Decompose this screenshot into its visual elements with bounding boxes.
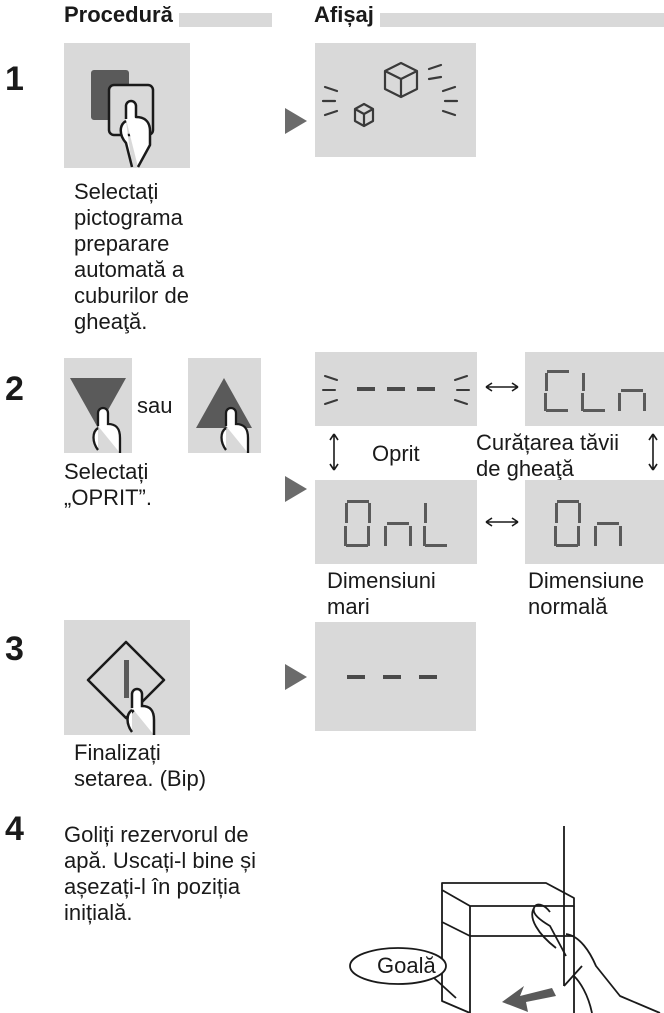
step-3-arrow — [285, 664, 307, 690]
step-2-down-panel — [64, 358, 132, 453]
ice-cubes-icon — [321, 61, 459, 128]
empty-callout-label: Goală — [377, 953, 436, 978]
step-2-arrow — [285, 476, 307, 502]
step-4-number: 4 — [5, 810, 24, 848]
step-3-display-panel — [315, 622, 476, 731]
double-arrow-vertical-right — [646, 431, 660, 473]
step-2-number: 2 — [5, 370, 24, 408]
up-triangle-icon — [196, 378, 252, 453]
state-cln-label: Curățarea tăvii de gheaţă — [476, 430, 620, 481]
display-on-panel — [525, 480, 664, 564]
double-arrow-horizontal-bottom — [482, 515, 522, 529]
state-on-label: Dimensiune normală — [528, 568, 645, 619]
display-header: Afișaj — [314, 2, 380, 28]
procedure-header: Procedură — [64, 2, 179, 28]
or-label: sau — [137, 393, 173, 418]
state-off-label: Oprit — [372, 441, 420, 466]
step-2-instruction: Selectați „OPRIT”. — [64, 459, 152, 510]
auto-ice-icon — [91, 70, 155, 168]
step-3-number: 3 — [5, 630, 24, 668]
display-onl-panel — [315, 480, 477, 564]
step-1-instruction: Selectați pictograma preparare automată … — [74, 179, 189, 334]
step-1-button-panel — [64, 43, 190, 168]
step-1-display-panel — [315, 43, 476, 157]
step-4-instruction: Goliți rezervorul de apă. Uscați-l bine … — [64, 822, 256, 925]
state-onl-label: Dimensiuni mari — [327, 568, 436, 619]
power-diamond-icon — [86, 640, 166, 735]
step-3-instruction: Finalizați setarea. (Bip) — [74, 740, 207, 791]
display-header-bar — [314, 13, 664, 27]
double-arrow-vertical-left — [327, 431, 341, 473]
step-1-number: 1 — [5, 60, 24, 98]
step-1-arrow — [285, 108, 307, 134]
double-arrow-horizontal-top — [482, 380, 522, 394]
tank-removal-illustration — [330, 826, 664, 1013]
step-2-up-panel — [188, 358, 261, 453]
display-cln-panel — [525, 352, 664, 426]
display-off-panel — [315, 352, 477, 426]
step-3-button-panel — [64, 620, 190, 735]
down-triangle-icon — [70, 378, 126, 453]
